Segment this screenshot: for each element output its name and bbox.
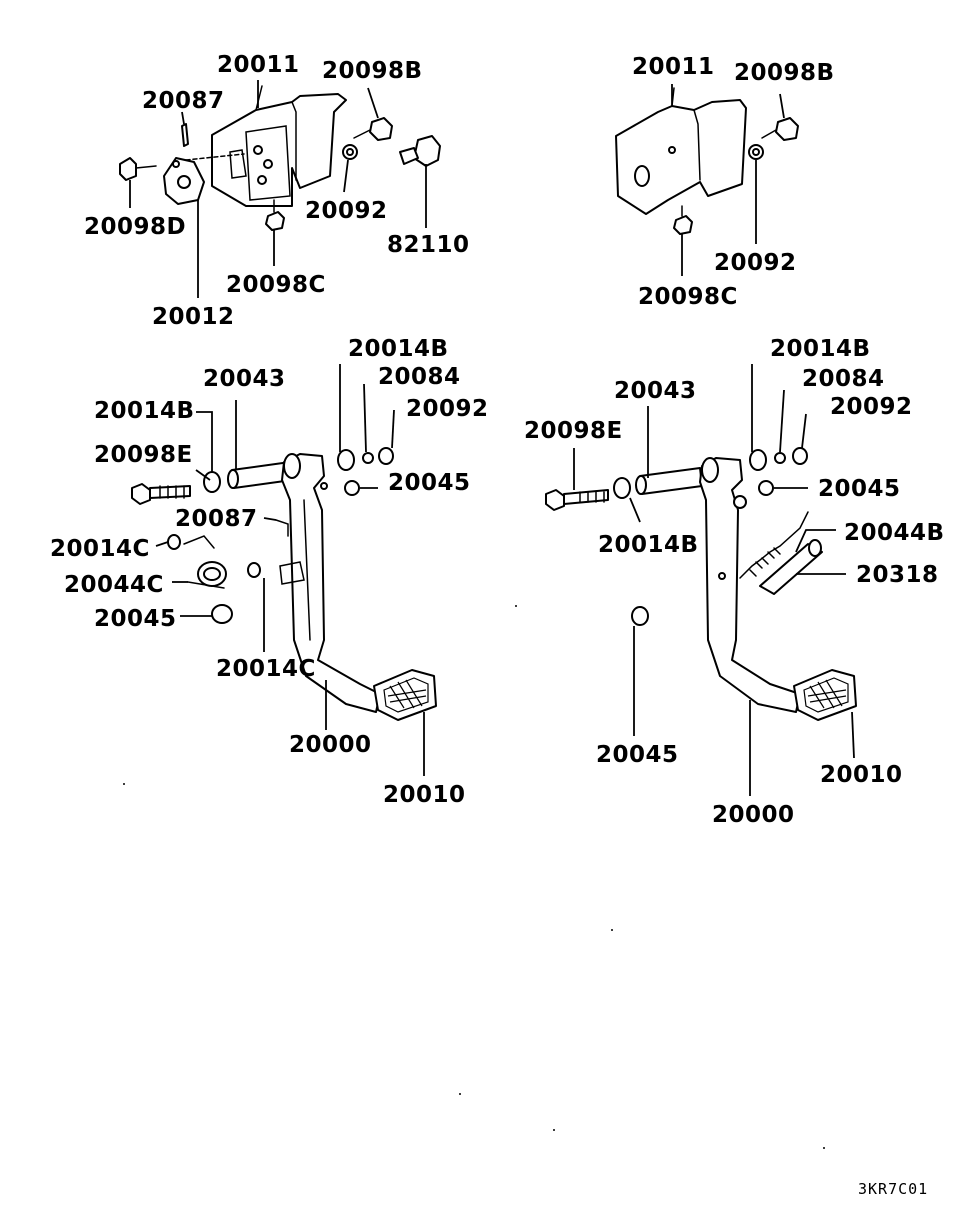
label-20098c-right: 20098C <box>638 284 738 310</box>
label-20010-left: 20010 <box>383 782 466 808</box>
label-20011-left: 20011 <box>217 52 300 78</box>
label-20092-top-left: 20092 <box>305 198 388 224</box>
label-20014b-left: 20014B <box>94 398 195 424</box>
label-20092-right: 20092 <box>830 394 913 420</box>
label-20014c-left-lower: 20014C <box>216 656 316 682</box>
label-20084-right: 20084 <box>802 366 885 392</box>
label-20098e-left: 20098E <box>94 442 193 468</box>
label-20014b-right-lower: 20014B <box>598 532 699 558</box>
label-20098e-right: 20098E <box>524 418 623 444</box>
label-20045-left-lower: 20045 <box>94 606 177 632</box>
label-20044b: 20044B <box>844 520 945 546</box>
bracket-assembly-right <box>615 87 799 235</box>
label-20014c-left-upper: 20014C <box>50 536 150 562</box>
label-20000-right: 20000 <box>712 802 795 828</box>
label-20043-right: 20043 <box>614 378 697 404</box>
pedal-assembly-left <box>131 447 437 721</box>
label-20010-right: 20010 <box>820 762 903 788</box>
label-20045-left-upper: 20045 <box>388 470 471 496</box>
label-20098c-left: 20098C <box>226 272 326 298</box>
label-20092-left: 20092 <box>406 396 489 422</box>
label-20011-right: 20011 <box>632 54 715 80</box>
leader-lines <box>129 80 855 796</box>
part-number-labels: 20011 20098B 20087 20092 82110 20098D 20… <box>50 52 945 1198</box>
label-20045-right-lower: 20045 <box>596 742 679 768</box>
label-20012: 20012 <box>152 304 235 330</box>
label-20044c: 20044C <box>64 572 164 598</box>
label-20318: 20318 <box>856 562 939 588</box>
label-82110: 82110 <box>387 232 470 258</box>
label-20000-left: 20000 <box>289 732 372 758</box>
label-20014b-upper-left: 20014B <box>348 336 449 362</box>
label-20092-top-right: 20092 <box>714 250 797 276</box>
pedal-assembly-right <box>545 447 857 721</box>
label-20087-top: 20087 <box>142 88 225 114</box>
label-20014b-upper-right: 20014B <box>770 336 871 362</box>
bracket-assembly-left <box>119 85 441 231</box>
label-20084-left: 20084 <box>378 364 461 390</box>
label-20098b-left: 20098B <box>322 58 423 84</box>
label-20087-left: 20087 <box>175 506 258 532</box>
label-20098b-right: 20098B <box>734 60 835 86</box>
label-20098d: 20098D <box>84 214 186 240</box>
scan-specks <box>123 605 825 1149</box>
reference-code: 3KR7C01 <box>858 1180 928 1198</box>
label-20045-right-upper: 20045 <box>818 476 901 502</box>
label-20043-left: 20043 <box>203 366 286 392</box>
